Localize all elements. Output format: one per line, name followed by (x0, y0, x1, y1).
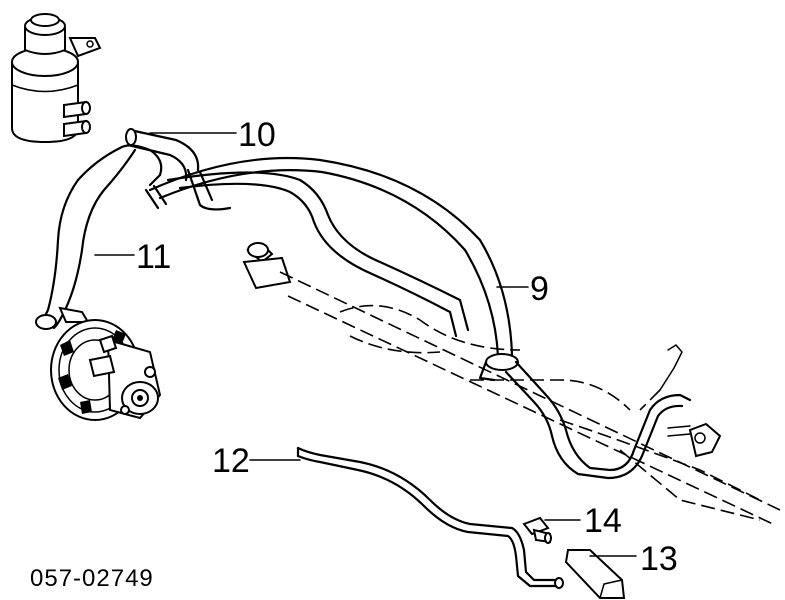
callout-10: 10 (238, 116, 276, 154)
callout-12: 12 (212, 442, 250, 480)
diagram-id-code: 057-02749 (30, 565, 154, 592)
return-hose-11 (35, 144, 163, 330)
leader-lines (94, 132, 637, 557)
hose-13 (564, 549, 626, 599)
union-bolt-14 (522, 516, 552, 544)
callout-11: 11 (136, 238, 171, 276)
supply-hose-10 (125, 128, 200, 182)
reservoir-tank (11, 13, 102, 144)
callout-13: 13 (640, 540, 678, 578)
steering-gear-housing (242, 242, 781, 526)
return-tube-12 (296, 446, 564, 589)
callout-14: 14 (584, 502, 622, 540)
callout-9: 9 (530, 270, 549, 308)
power-steering-pump (50, 319, 162, 421)
